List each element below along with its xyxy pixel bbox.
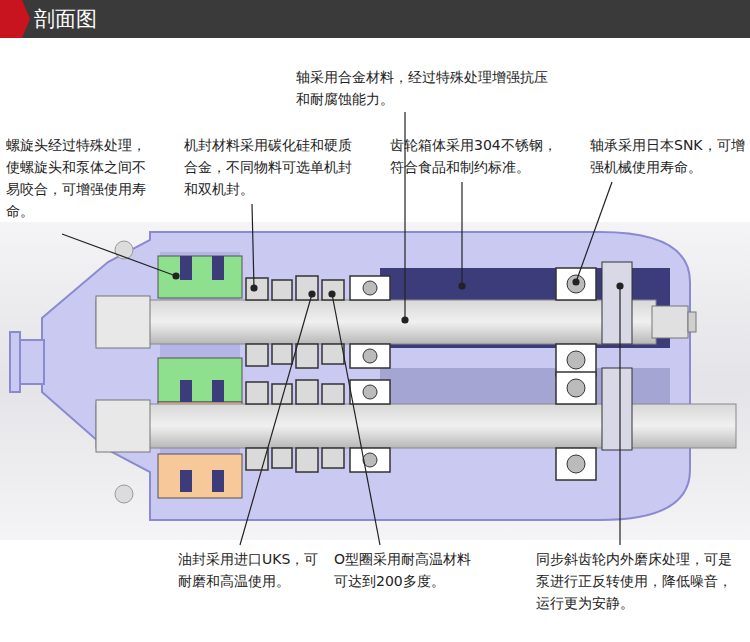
callout-text: 机封材料采用碳化硅和硬质合金，不同物料可选单机封和双机封。 — [184, 134, 356, 200]
title-bar — [0, 0, 750, 38]
callout-text: 螺旋头经过特殊处理，使螺旋头和泵体之间不易咬合，可增强使用寿命。 — [6, 134, 154, 222]
callout-text: 同步斜齿轮内外磨床处理，可是泵进行正反转使用，降低噪音，运行更为安静。 — [536, 548, 736, 614]
page-title: 剖面图 — [34, 5, 97, 33]
callout-text: O型圈采用耐高温材料可达到200多度。 — [334, 548, 482, 592]
callout-text: 油封采用进口UKS，可耐磨和高温使用。 — [178, 548, 328, 592]
callout-text: 轴采用合金材料，经过特殊处理增强抗压和耐腐蚀能力。 — [296, 66, 552, 110]
callout-text: 轴承采用日本SNK，可增强机械使用寿命。 — [590, 134, 746, 178]
callout-text: 齿轮箱体采用304不锈钢，符合食品和制约标准。 — [390, 134, 566, 178]
